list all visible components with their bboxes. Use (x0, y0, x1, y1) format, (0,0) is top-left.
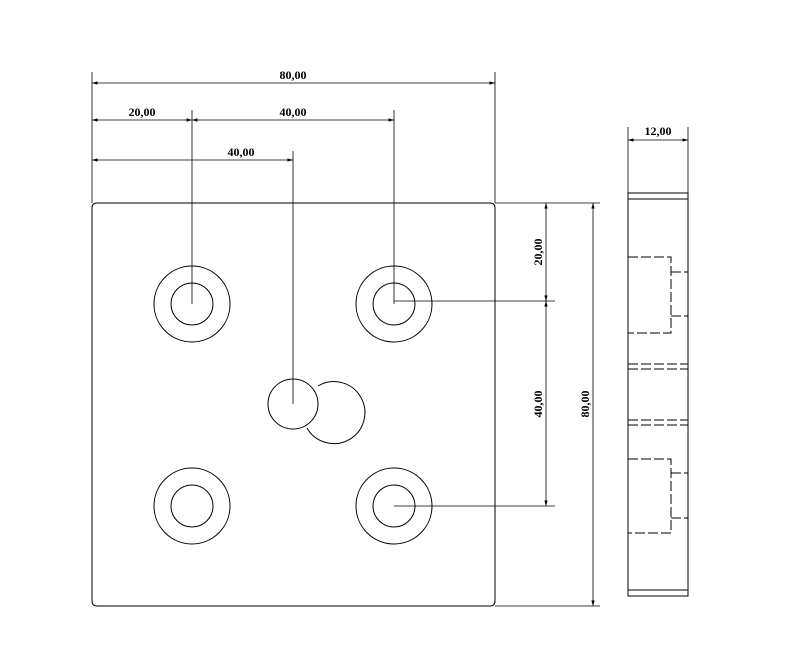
dim-text-total-height: 80,00 (578, 391, 592, 418)
dim-text-hole-y-spacing: 40,00 (531, 391, 545, 418)
side-view-outline (627, 192, 689, 597)
dim-text-hole-x-spacing: 40,00 (280, 105, 307, 119)
counterbore-hole-bottom-left (153, 467, 231, 545)
dim-text-top-to-hole: 20,00 (531, 239, 545, 266)
dim-text-center-x: 40,00 (228, 145, 255, 159)
hidden-counterbore-top (628, 256, 688, 334)
front-view (91, 202, 496, 607)
side-view: 12,00 (627, 124, 689, 597)
dimensions: 80,00 20,00 40,00 40,00 20,00 40,00 80,0… (91, 68, 600, 607)
hidden-counterbore-bottom (628, 458, 688, 534)
dim-text-thickness: 12,00 (645, 124, 672, 138)
dim-text-total-width: 80,00 (280, 68, 307, 82)
threaded-hole-center (267, 378, 366, 445)
dim-text-hole-x-first: 20,00 (129, 105, 156, 119)
hidden-threaded-hole (628, 363, 688, 426)
plate-outline (91, 202, 496, 607)
